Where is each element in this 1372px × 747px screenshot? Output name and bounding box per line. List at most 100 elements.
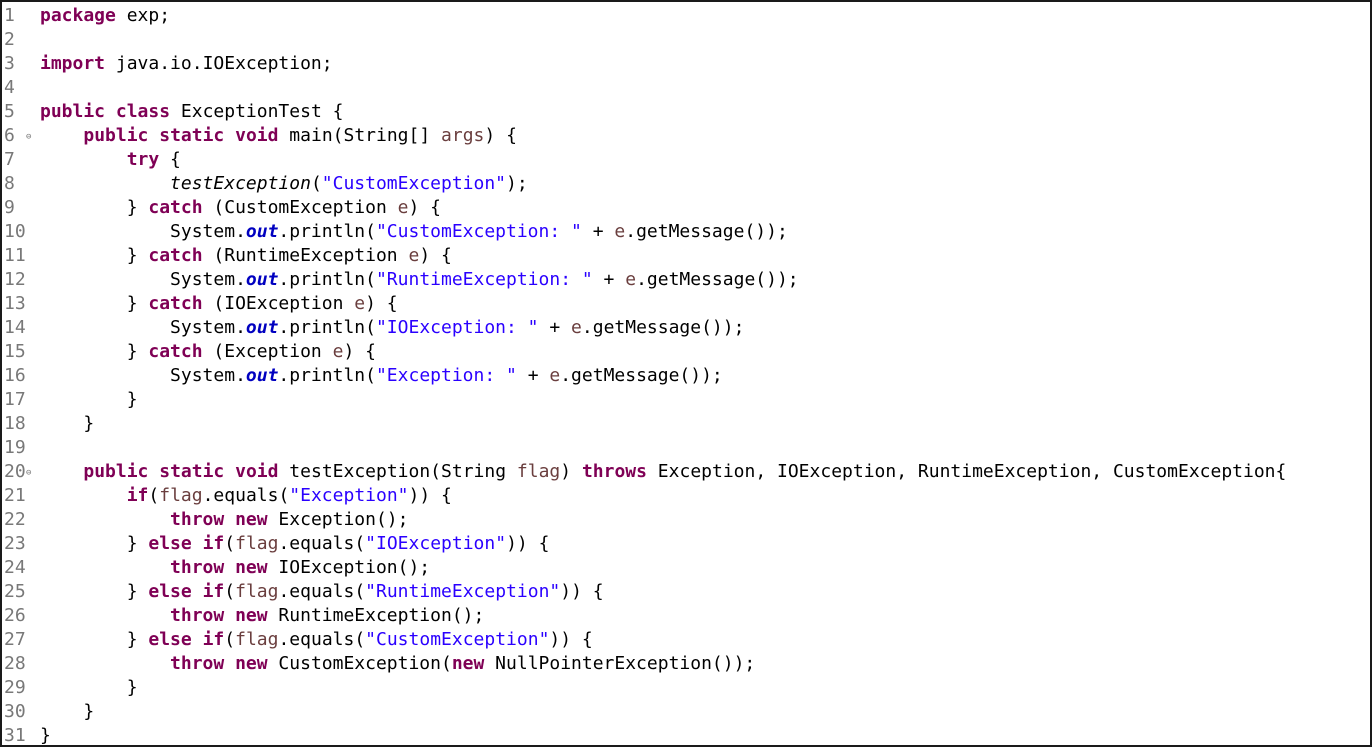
keyword-token: import: [40, 53, 106, 74]
string-literal: "RuntimeException": [365, 581, 561, 602]
code-text: public static void main(String[] args) {: [40, 124, 517, 148]
string-literal: "RuntimeException: ": [375, 269, 593, 290]
code-token: }: [40, 197, 149, 218]
code-text: System.out.println("RuntimeException: " …: [40, 268, 799, 292]
keyword-token: class: [115, 101, 171, 122]
keyword-token: new: [235, 653, 268, 674]
code-token: (Exception: [202, 341, 333, 362]
code-text: }: [40, 676, 138, 700]
line-number: 21: [4, 485, 26, 506]
line-number: 5: [4, 101, 15, 122]
variable-token: e: [625, 269, 637, 290]
code-text: }: [40, 700, 94, 724]
static-field-token: out: [245, 221, 279, 242]
line-number: 3: [4, 53, 15, 74]
code-token: main(String[]: [278, 125, 442, 146]
variable-token: flag: [516, 461, 561, 482]
code-text: throw new RuntimeException();: [40, 604, 484, 628]
code-text: }: [40, 412, 94, 436]
code-text: }: [40, 724, 51, 746]
code-token: }: [40, 533, 149, 554]
code-token: [224, 509, 235, 530]
code-token: (: [310, 173, 322, 194]
code-token: IOException();: [267, 557, 431, 578]
line-number: 16: [4, 365, 26, 386]
code-token: }: [40, 725, 51, 746]
code-token: (IOException: [202, 293, 355, 314]
code-token: [224, 557, 235, 578]
code-text: System.out.println("Exception: " + e.get…: [40, 364, 723, 388]
variable-token: flag: [235, 581, 279, 602]
variable-token: e: [408, 245, 420, 266]
code-token: .println(: [278, 221, 376, 242]
code-text: public class ExceptionTest {: [40, 100, 343, 124]
keyword-token: package: [40, 5, 116, 26]
variable-token: e: [614, 221, 626, 242]
keyword-token: else: [148, 533, 192, 554]
code-token: [224, 125, 235, 146]
code-token: [224, 605, 235, 626]
fold-collapse-icon[interactable]: ⊖: [26, 132, 32, 142]
code-text: } catch (Exception e) {: [40, 340, 376, 364]
variable-token: e: [571, 317, 582, 338]
fold-collapse-icon[interactable]: ⊖: [26, 468, 32, 478]
code-token: [192, 533, 203, 554]
keyword-token: if: [202, 533, 225, 554]
code-token: }: [40, 413, 95, 434]
code-text: } catch (RuntimeException e) {: [40, 244, 452, 268]
code-token: [148, 461, 159, 482]
line-number: 29: [4, 677, 26, 698]
string-literal: "IOException": [365, 533, 507, 554]
code-token: testException(String: [278, 461, 517, 482]
code-token: ): [560, 461, 582, 482]
code-text: } else if(flag.equals("RuntimeException"…: [40, 580, 604, 604]
code-text: import java.io.IOException;: [40, 52, 333, 76]
variable-token: e: [397, 197, 409, 218]
keyword-token: catch: [148, 341, 203, 362]
static-field-token: out: [245, 365, 279, 386]
code-token: }: [40, 677, 138, 698]
keyword-token: void: [235, 461, 279, 482]
code-token: (CustomException: [202, 197, 398, 218]
code-text: }: [40, 388, 138, 412]
line-number: 23: [4, 533, 26, 554]
keyword-token: static: [159, 125, 225, 146]
keyword-token: throw: [170, 509, 225, 530]
variable-token: e: [332, 341, 344, 362]
code-token: );: [506, 173, 528, 194]
line-number: 28: [4, 653, 26, 674]
code-token: Exception();: [267, 509, 409, 530]
code-text: try {: [40, 148, 181, 172]
keyword-token: public: [40, 101, 106, 122]
code-token: CustomException(: [267, 653, 452, 674]
code-text: testException("CustomException");: [40, 172, 528, 196]
code-token: .equals(: [278, 581, 366, 602]
code-token: (: [224, 581, 236, 602]
string-literal: "Exception: ": [375, 365, 517, 386]
line-number: 10: [4, 221, 26, 242]
code-token: RuntimeException();: [267, 605, 485, 626]
line-number: 15: [4, 341, 26, 362]
code-token: [40, 173, 170, 194]
code-text: } catch (IOException e) {: [40, 292, 398, 316]
keyword-token: if: [202, 581, 225, 602]
code-token: )) {: [549, 629, 593, 650]
code-token: .getMessage());: [625, 221, 788, 242]
code-token: [224, 461, 235, 482]
keyword-token: throw: [170, 605, 225, 626]
line-number: 18: [4, 413, 26, 434]
code-text: System.out.println("CustomException: " +…: [40, 220, 788, 244]
code-text: } else if(flag.equals("CustomException")…: [40, 628, 593, 652]
code-token: System.: [40, 365, 246, 386]
code-token: (: [224, 533, 236, 554]
code-token: [224, 653, 235, 674]
code-token: [40, 485, 127, 506]
string-literal: "CustomException": [321, 173, 507, 194]
code-token: .equals(: [202, 485, 290, 506]
code-text: package exp;: [40, 4, 170, 28]
line-number: 30: [4, 701, 26, 722]
code-text: } catch (CustomException e) {: [40, 196, 441, 220]
code-token: (: [148, 485, 160, 506]
code-token: [40, 149, 127, 170]
